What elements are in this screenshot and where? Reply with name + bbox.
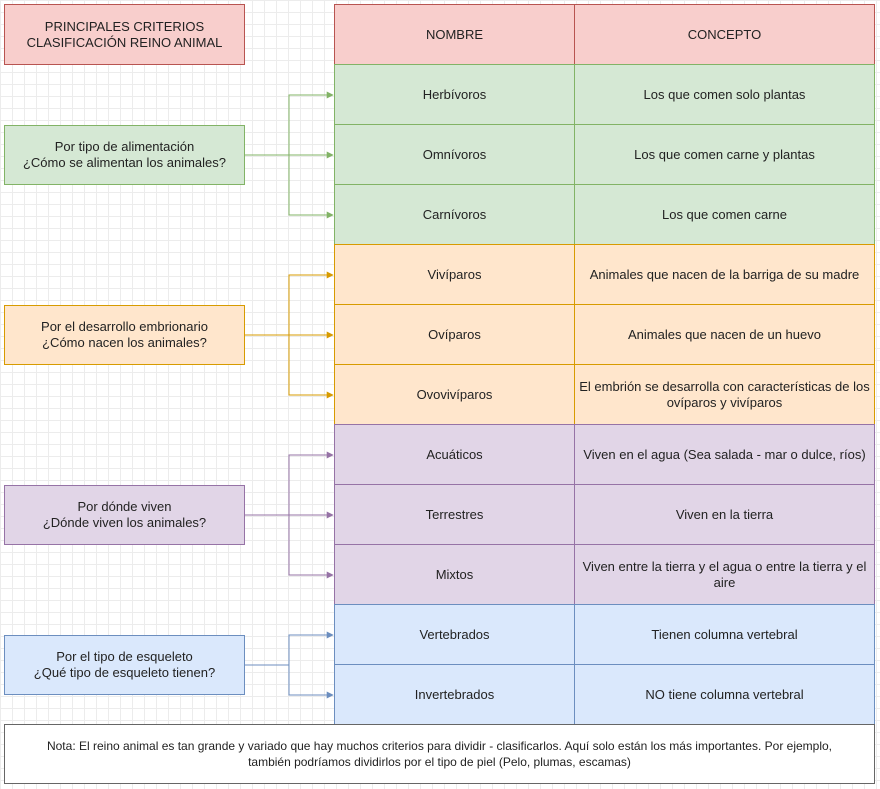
criterion-food-line-2: ¿Cómo se alimentan los animales? — [22, 155, 227, 170]
cell-name-oviparos: Ovíparos — [334, 304, 575, 365]
cell-name-vertebrados: Vertebrados — [334, 604, 575, 665]
footnote: Nota: El reino animal es tan grande y va… — [4, 724, 875, 784]
cell-concept-oviparos: Animales que nacen de un huevo — [574, 304, 875, 365]
cell-name-omnivoros: Omnívoros — [334, 124, 575, 185]
header-nombre: NOMBRE — [334, 4, 575, 65]
cell-name-ovoviviparos: Ovovivíparos — [334, 364, 575, 425]
habitat-connectors — [245, 451, 334, 579]
cell-name-terrestres: Terrestres — [334, 484, 575, 545]
header-concepto: CONCEPTO — [574, 4, 875, 65]
title-line-1: PRINCIPALES CRITERIOS — [44, 18, 205, 34]
cell-name-acuaticos: Acuáticos — [334, 424, 575, 485]
title-line-2: CLASIFICACIÓN REINO ANIMAL — [26, 34, 223, 50]
cell-name-invertebrados: Invertebrados — [334, 664, 575, 725]
embryo-connectors — [245, 271, 334, 399]
cell-name-viviparos: Vivíparos — [334, 244, 575, 305]
criterion-skeleton: Por el tipo de esqueleto ¿Qué tipo de es… — [4, 635, 245, 695]
cell-name-mixtos: Mixtos — [334, 544, 575, 605]
food-connectors — [245, 91, 334, 219]
skeleton-connectors — [245, 631, 334, 699]
cell-concept-viviparos: Animales que nacen de la barriga de su m… — [574, 244, 875, 305]
criterion-embryo-line-1: Por el desarrollo embrionario — [41, 319, 208, 334]
criterion-skeleton-line-2: ¿Qué tipo de esqueleto tienen? — [33, 665, 216, 680]
criterion-skeleton-line-1: Por el tipo de esqueleto — [56, 649, 193, 664]
criterion-habitat: Por dónde viven ¿Dónde viven los animale… — [4, 485, 245, 545]
cell-concept-acuaticos: Viven en el agua (Sea salada - mar o dul… — [574, 424, 875, 485]
diagram-title: PRINCIPALES CRITERIOS CLASIFICACIÓN REIN… — [4, 4, 245, 65]
criterion-embryo-line-2: ¿Cómo nacen los animales? — [42, 335, 207, 350]
cell-concept-terrestres: Viven en la tierra — [574, 484, 875, 545]
criterion-habitat-line-2: ¿Dónde viven los animales? — [42, 515, 207, 530]
cell-name-carnivoros: Carnívoros — [334, 184, 575, 245]
cell-concept-invertebrados: NO tiene columna vertebral — [574, 664, 875, 725]
cell-name-herbivoros: Herbívoros — [334, 64, 575, 125]
cell-concept-herbivoros: Los que comen solo plantas — [574, 64, 875, 125]
criterion-food-line-1: Por tipo de alimentación — [54, 139, 195, 154]
cell-concept-vertebrados: Tienen columna vertebral — [574, 604, 875, 665]
cell-concept-mixtos: Viven entre la tierra y el agua o entre … — [574, 544, 875, 605]
criterion-food: Por tipo de alimentación ¿Cómo se alimen… — [4, 125, 245, 185]
criterion-embryo: Por el desarrollo embrionario ¿Cómo nace… — [4, 305, 245, 365]
criterion-habitat-line-1: Por dónde viven — [77, 499, 172, 514]
cell-concept-ovoviviparos: El embrión se desarrolla con característ… — [574, 364, 875, 425]
cell-concept-omnivoros: Los que comen carne y plantas — [574, 124, 875, 185]
cell-concept-carnivoros: Los que comen carne — [574, 184, 875, 245]
